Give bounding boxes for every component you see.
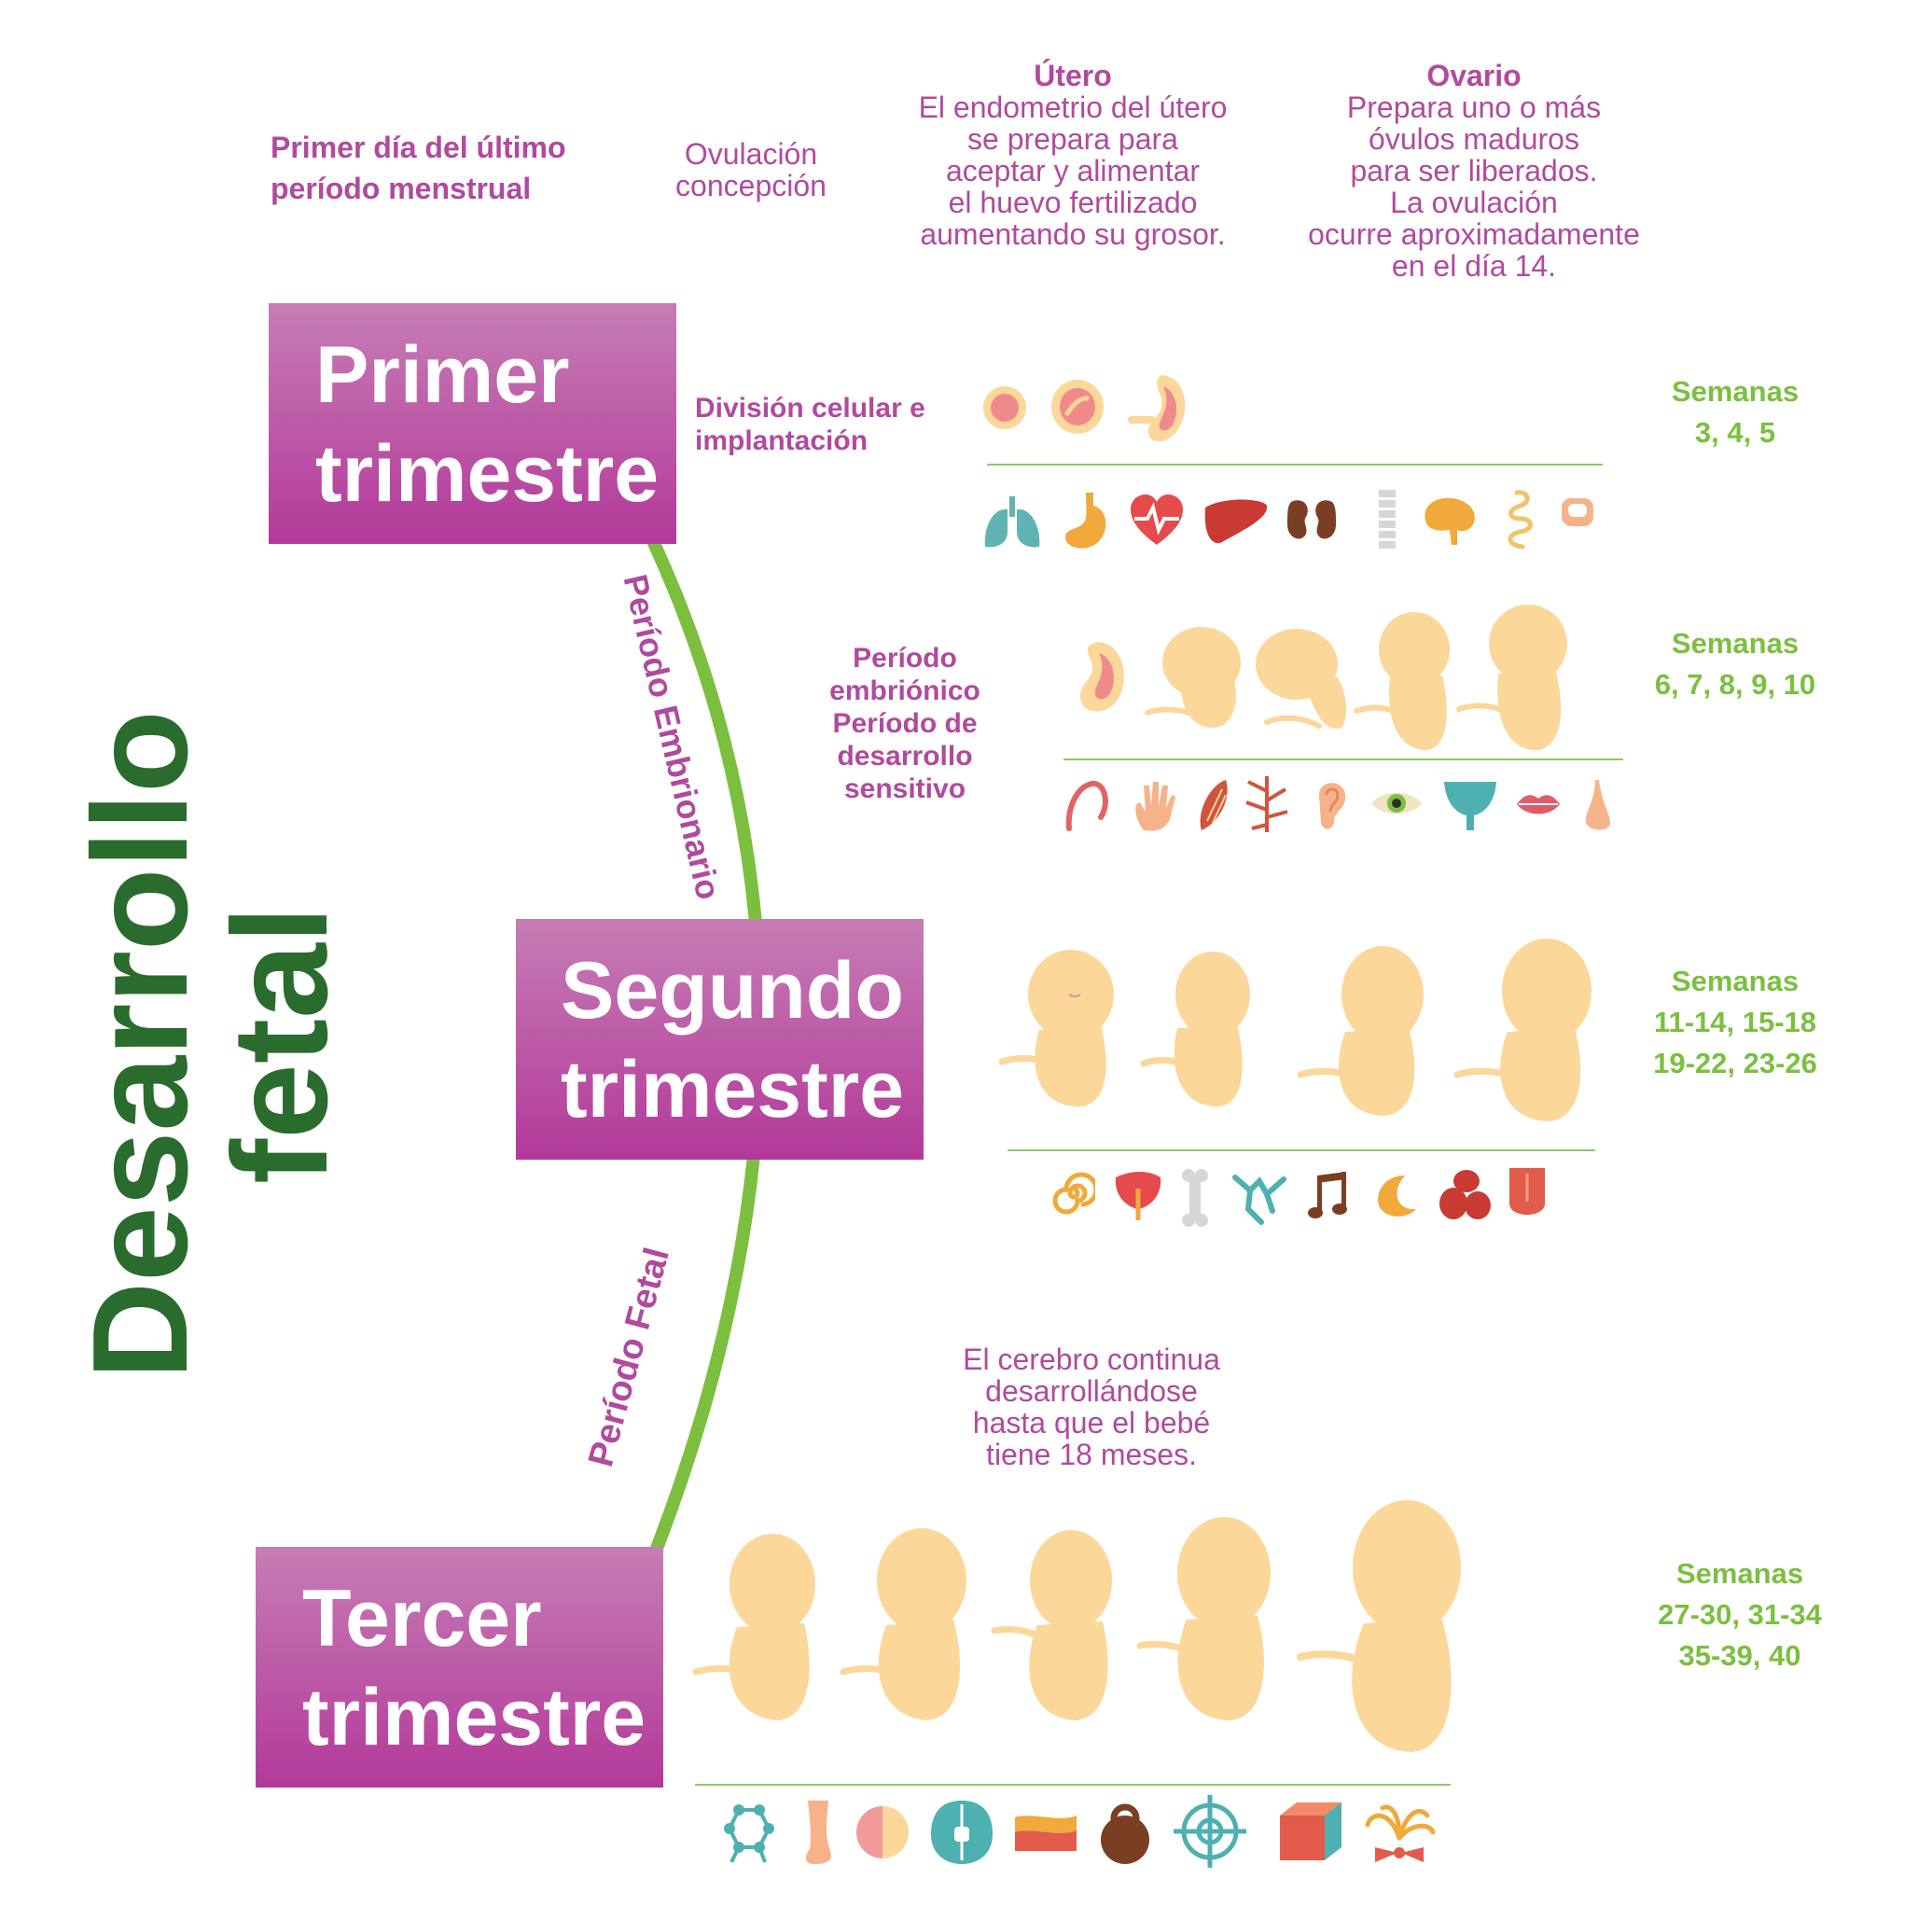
blood-cells-icon [1439,1170,1491,1219]
music-note-icon [1308,1172,1347,1218]
divider-row-4 [695,1784,1451,1786]
cube-icon [1280,1802,1341,1860]
stomach-icon [1065,493,1106,549]
fetus-week-9 [1354,612,1450,750]
brain-icon [1425,497,1475,545]
branch-icon [1232,1175,1286,1225]
fetus-week-35 [991,1530,1112,1720]
embryo-early-2 [1051,380,1104,434]
note-ovulation: Ovulación concepción [675,137,827,202]
molecule-icon [724,1804,774,1863]
bladder-icon [1444,782,1496,830]
hand-icon [1135,782,1175,831]
weeks-group-4: Semanas 27-30, 31-34 35-39, 40 [1658,1557,1822,1672]
leg-icon [805,1801,831,1864]
lips-icon [1517,795,1560,814]
eye-icon [1371,792,1422,814]
ear-icon [1319,783,1346,829]
embryonic-stage-label: Período embriónico Período de desarrollo… [829,643,980,804]
pancreas-icon [1115,1172,1161,1220]
cell-division-label: División celular e implantación [695,393,925,456]
note-first-day: Primer día del último período menstrual [271,131,566,205]
fetus-week-40 [1297,1500,1461,1752]
fetus-week-31 [840,1528,966,1720]
muscle-icon [1200,780,1228,830]
second-trimester-box: Segundo trimestre [516,919,924,1160]
fetus-week-39 [1136,1517,1271,1720]
nerves-icon [1245,776,1288,832]
brain-top-icon [931,1801,993,1864]
first-trimester-box: Primer trimestre [269,303,676,544]
embryo-early-1 [983,386,1026,429]
brain-note: El cerebro continua desarrollándose hast… [963,1343,1220,1471]
ovary-heading: Ovario [1426,59,1522,92]
divider-row-1 [987,464,1603,466]
divider-row-2 [1063,758,1623,760]
moon-icon [1378,1176,1416,1217]
embryo-week-6 [1079,642,1124,712]
third-trimester-box: Tercer trimestre [256,1547,663,1788]
embryo-early-3 [1128,375,1186,442]
nose-icon [1585,780,1610,830]
target-icon [1174,1795,1246,1868]
fetus-week-23 [1453,939,1591,1121]
tongue-icon [1509,1168,1545,1215]
fetus-week-27 [692,1534,815,1720]
spine-icon [1379,490,1396,549]
heart-icon [1131,494,1183,545]
hair-bow-icon [1365,1804,1436,1862]
weight-icon [1101,1803,1149,1864]
divider-row-3 [1008,1149,1595,1151]
fat-layer-icon [1015,1816,1077,1851]
kidneys-icon [1287,500,1336,539]
fetus-week-19 [1297,946,1424,1116]
cochlea-icon [1052,1172,1095,1215]
weeks-group-2: Semanas 6, 7, 8, 9, 10 [1654,627,1816,701]
note-ovary: Ovario Prepara uno o más óvulos maduros … [1278,60,1670,282]
embryo-week-8 [1256,629,1347,729]
note-uterus: Útero El endometrio del útero se prepara… [877,60,1269,250]
weeks-group-1: Semanas 3, 4, 5 [1671,375,1800,449]
fetus-week-10 [1456,605,1567,751]
uterus-heading: Útero [1034,59,1112,92]
bone-icon [1182,1169,1208,1227]
intestine-icon [1508,490,1533,550]
arm-icon [1065,781,1108,831]
liver-icon [1204,499,1268,544]
embryo-week-7 [1145,627,1241,728]
half-circle-icon [856,1806,909,1858]
weeks-group-3: Semanas 11-14, 15-18 19-22, 23-26 [1653,965,1817,1079]
nail-icon [1562,498,1593,526]
fetus-week-15 [1140,952,1250,1107]
lungs-icon [984,496,1040,548]
fetus-week-11 [998,950,1114,1107]
